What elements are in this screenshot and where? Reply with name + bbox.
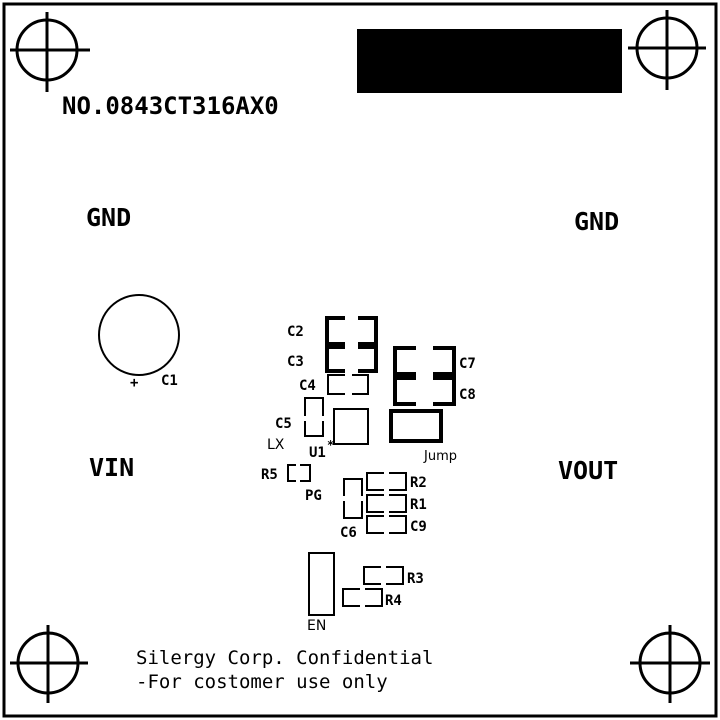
c7-label: C7	[459, 356, 476, 372]
c5-footprint	[304, 397, 324, 437]
c4-label: C4	[299, 378, 316, 394]
footer-line-1: Silergy Corp. Confidential	[136, 647, 433, 669]
c9-label: C9	[410, 519, 427, 535]
c9-footprint	[366, 515, 407, 534]
c6-footprint	[343, 478, 363, 519]
part-number: NO.0843CT316AX0	[62, 92, 279, 120]
lx-label: LX	[267, 437, 285, 453]
c1-label: C1	[161, 373, 178, 389]
terminal-vout: VOUT	[558, 456, 618, 485]
c4-footprint	[327, 374, 369, 395]
c3-footprint	[325, 345, 378, 373]
r5-label: R5	[261, 467, 278, 483]
footer-line-2: -For costomer use only	[136, 671, 388, 693]
c6-label: C6	[340, 525, 357, 541]
c8-label: C8	[459, 387, 476, 403]
c1-plus-mark: +	[130, 375, 138, 391]
c7-footprint	[393, 346, 456, 376]
c5-label: C5	[275, 416, 292, 432]
en-label: EN	[307, 618, 326, 634]
mounting-hole-top-left	[10, 12, 90, 92]
mounting-hole-bottom-left	[10, 625, 88, 703]
terminal-vin: VIN	[89, 453, 134, 482]
u1-pin1-mark: *	[327, 438, 334, 452]
pg-label: PG	[305, 488, 322, 504]
mounting-hole-top-right	[628, 10, 706, 90]
en-footprint	[308, 552, 335, 616]
c8-footprint	[393, 376, 456, 406]
r2-label: R2	[410, 475, 427, 491]
u1-footprint	[333, 408, 369, 445]
u1-label: U1	[309, 445, 326, 461]
c3-label: C3	[287, 354, 304, 370]
c2-footprint	[325, 316, 378, 346]
terminal-gnd-left: GND	[86, 203, 131, 232]
r4-footprint	[342, 588, 383, 607]
r5-footprint	[287, 464, 311, 482]
jump-label: Jump	[423, 449, 457, 464]
r1-footprint	[366, 494, 407, 513]
c2-label: C2	[287, 324, 304, 340]
r3-label: R3	[407, 571, 424, 587]
c1-footprint	[98, 294, 180, 376]
r2-footprint	[366, 472, 407, 491]
r3-footprint	[363, 566, 404, 585]
r4-label: R4	[385, 593, 402, 609]
r1-label: R1	[410, 497, 427, 513]
terminal-gnd-right: GND	[574, 207, 619, 236]
mounting-hole-bottom-right	[630, 625, 710, 703]
jump-footprint	[389, 409, 443, 443]
label-block	[357, 29, 622, 93]
